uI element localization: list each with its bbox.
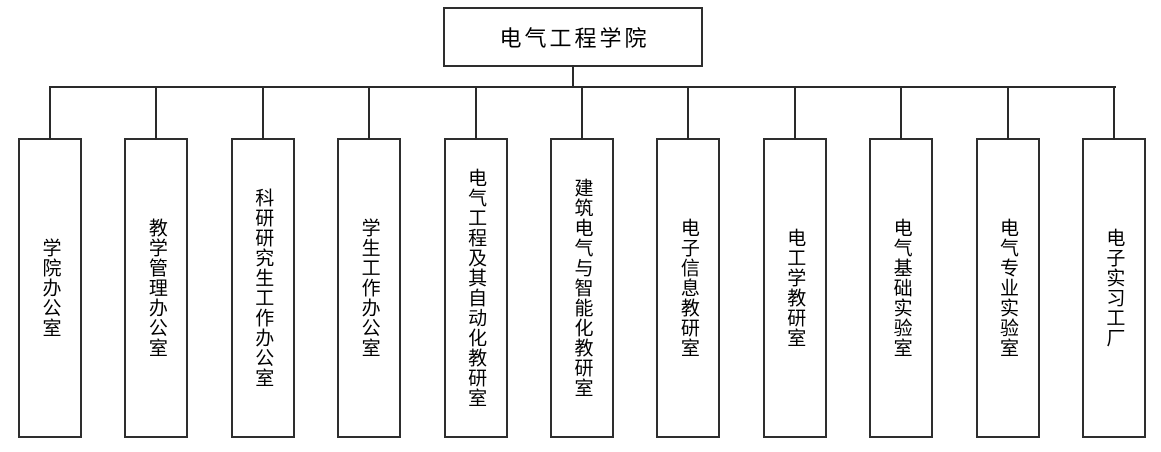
dept-label: 学生工作办公室 [358,218,381,358]
dept-box-4: 学生工作办公室 [337,88,402,438]
dept-label: 电工学教研室 [784,228,807,348]
connector-drop [1112,88,1115,140]
connector-drop [793,88,796,140]
connector-hline [49,86,1116,88]
connector-drop [900,88,903,140]
dept-label: 学院办公室 [39,238,62,338]
dept-box-7: 电子信息教研室 [656,88,721,438]
dept-box-2: 教学管理办公室 [124,88,189,438]
connector-drop [474,88,477,140]
connector-drop [1006,88,1009,140]
dept-label: 电子实习工厂 [1103,228,1126,348]
connector-drop [49,88,51,140]
dept-box-1: 学院办公室 [18,88,82,438]
connector-drop [368,88,371,140]
department-row: 学院办公室 教学管理办公室 科研研究生工作办公室 学生工作办公室 电气工程及其自… [18,88,1146,438]
dept-box-3: 科研研究生工作办公室 [230,88,295,438]
dept-label: 电气专业实验室 [997,218,1020,358]
connector-drop [261,88,264,140]
dept-label: 电气基础实验室 [890,218,913,358]
connector-drop [687,88,690,140]
connector-drop [580,88,583,140]
connector-drop [155,88,158,140]
dept-box-10: 电气专业实验室 [975,88,1040,438]
root-connector-vline [572,65,574,88]
dept-label: 电气工程及其自动化教研室 [465,168,488,408]
dept-box-5: 电气工程及其自动化教研室 [443,88,508,438]
dept-label: 科研研究生工作办公室 [252,188,275,388]
dept-box-11: 电子实习工厂 [1081,88,1146,438]
dept-box-8: 电工学教研室 [762,88,827,438]
root-node: 电气工程学院 [443,7,703,67]
root-node-label: 电气工程学院 [499,27,650,52]
dept-box-9: 电气基础实验室 [869,88,934,438]
dept-label: 教学管理办公室 [145,218,168,358]
dept-label: 电子信息教研室 [677,218,700,358]
dept-box-6: 建筑电气与智能化教研室 [549,88,614,438]
dept-label: 建筑电气与智能化教研室 [571,178,594,398]
